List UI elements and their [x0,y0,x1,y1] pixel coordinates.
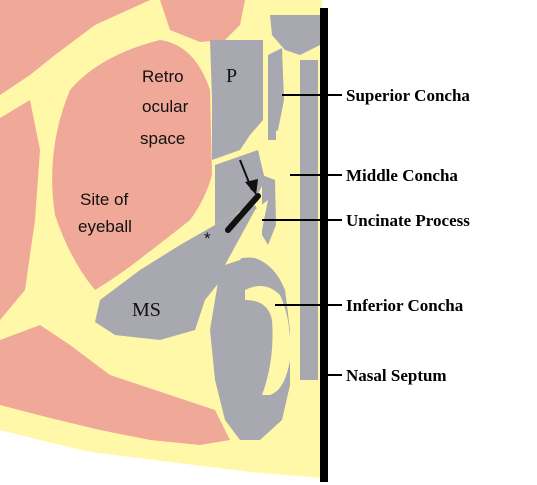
septum-bar [320,8,328,482]
retro-label-1: Retro [142,67,184,86]
asterisk-label: * [204,229,211,248]
nasal-septum-label: Nasal Septum [346,366,447,385]
middle-concha-label: Middle Concha [346,166,458,185]
retro-label-3: space [140,129,185,148]
retro-label-2: ocular [142,97,189,116]
eyeball-label-1: Site of [80,190,128,209]
p-label: P [226,65,237,87]
eyeball-label-2: eyeball [78,217,132,236]
inferior-concha-label: Inferior Concha [346,296,464,315]
ms-label: MS [132,299,161,321]
superior-concha-label: Superior Concha [346,86,470,105]
uncinate-process-label: Uncinate Process [346,211,470,230]
